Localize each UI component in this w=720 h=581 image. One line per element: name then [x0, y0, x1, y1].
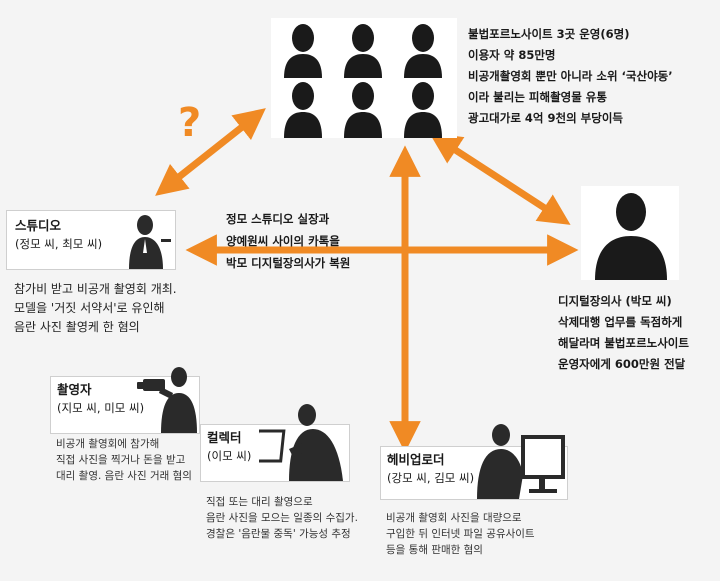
laptop-person-icon	[259, 404, 343, 481]
operators-line: 비공개촬영회 뿐만 아니라 소위 ‘국산야동’	[468, 69, 673, 83]
six-silhouettes-icon	[284, 24, 442, 138]
note-line: 정모 스튜디오 실장과	[226, 212, 330, 226]
digital-undertaker-photo	[581, 186, 679, 280]
digital-line: 해달라며 불법포르노사이트	[558, 336, 689, 350]
studio-person-icon	[129, 215, 171, 269]
photographer-title: 촬영자	[57, 382, 92, 397]
uploader-desc-line: 비공개 촬영회 사진을 대량으로	[386, 512, 522, 524]
studio-desc-line: 음란 사진 촬영케 한 혐의	[14, 320, 140, 334]
photographer-description: 비공개 촬영회에 참가해 직접 사진을 찍거나 돈을 받고 대리 촬영. 음란 …	[56, 436, 192, 484]
uploader-description: 비공개 촬영회 사진을 대량으로 구입한 뒤 인터넷 파일 공유사이트 등을 통…	[386, 510, 535, 558]
collector-subtitle: (이모 씨)	[207, 449, 252, 463]
digital-line: 운영자에게 600만원 전달	[558, 357, 686, 371]
collector-desc-line: 직접 또는 대리 촬영으로	[206, 496, 313, 508]
arrow-digital-group	[429, 133, 571, 225]
studio-title: 스튜디오	[15, 218, 62, 233]
digital-line: 디지털장의사 (박모 씨)	[558, 294, 672, 308]
uploader-subtitle: (강모 씨, 김모 씨)	[387, 471, 475, 485]
operators-photo	[271, 18, 457, 138]
studio-description: 참가비 받고 비공개 촬영회 개최. 모델을 '거짓 서약서'로 유인해 음란 …	[14, 280, 177, 337]
uploader-title: 헤비업로더	[387, 452, 445, 467]
collector-desc-line: 경찰은 '음란물 중독' 가능성 추정	[206, 528, 351, 540]
operators-line: 이용자 약 85만명	[468, 48, 556, 62]
studio-subtitle: (정모 씨, 최모 씨)	[15, 237, 103, 251]
operators-line: 광고대가로 4억 9천의 부당이득	[468, 111, 623, 125]
collector-desc-line: 음란 사진을 모으는 일종의 수집가.	[206, 512, 358, 524]
kakao-restore-note: 정모 스튜디오 실장과 양예원씨 사이의 카톡을 박모 디지털장의사가 복원	[226, 208, 350, 274]
operators-description: 불법포르노사이트 3곳 운영(6명) 이용자 약 85만명 비공개촬영회 뿐만 …	[468, 24, 673, 129]
collector-description: 직접 또는 대리 촬영으로 음란 사진을 모으는 일종의 수집가. 경찰은 '음…	[206, 494, 358, 542]
question-mark: ?	[178, 100, 202, 146]
heavy-uploader-card: 헤비업로더 (강모 씨, 김모 씨)	[380, 424, 568, 500]
photographer-desc-line: 비공개 촬영회에 참가해	[56, 438, 160, 450]
monitor-person-icon	[477, 424, 565, 499]
studio-desc-line: 참가비 받고 비공개 촬영회 개최.	[14, 282, 177, 296]
operators-line: 이라 불리는 피해촬영물 유통	[468, 90, 607, 104]
digital-line: 삭제대행 업무를 독점하게	[558, 315, 683, 329]
uploader-desc-line: 등을 통해 판매한 혐의	[386, 544, 483, 556]
studio-card: 스튜디오 (정모 씨, 최모 씨)	[6, 210, 176, 270]
studio-desc-line: 모델을 '거짓 서약서'로 유인해	[14, 301, 165, 315]
note-line: 양예원씨 사이의 카톡을	[226, 234, 340, 248]
operators-line: 불법포르노사이트 3곳 운영(6명)	[468, 27, 630, 41]
camera-person-icon	[137, 367, 197, 433]
note-line: 박모 디지털장의사가 복원	[226, 256, 351, 270]
digital-undertaker-description: 디지털장의사 (박모 씨) 삭제대행 업무를 독점하게 해달라며 불법포르노사이…	[558, 291, 689, 375]
collector-card: 컬렉터 (이모 씨)	[200, 404, 350, 482]
photographer-subtitle: (지모 씨, 미모 씨)	[57, 401, 145, 415]
photographer-desc-line: 대리 촬영. 음란 사진 거래 혐의	[56, 470, 192, 482]
uploader-desc-line: 구입한 뒤 인터넷 파일 공유사이트	[386, 528, 535, 540]
collector-title: 컬렉터	[207, 430, 242, 445]
arrow-studio-group	[155, 108, 266, 196]
photographer-card: 촬영자 (지모 씨, 미모 씨)	[50, 367, 200, 434]
photographer-desc-line: 직접 사진을 찍거나 돈을 받고	[56, 454, 186, 466]
digital-undertaker-silhouette-icon	[595, 193, 667, 280]
